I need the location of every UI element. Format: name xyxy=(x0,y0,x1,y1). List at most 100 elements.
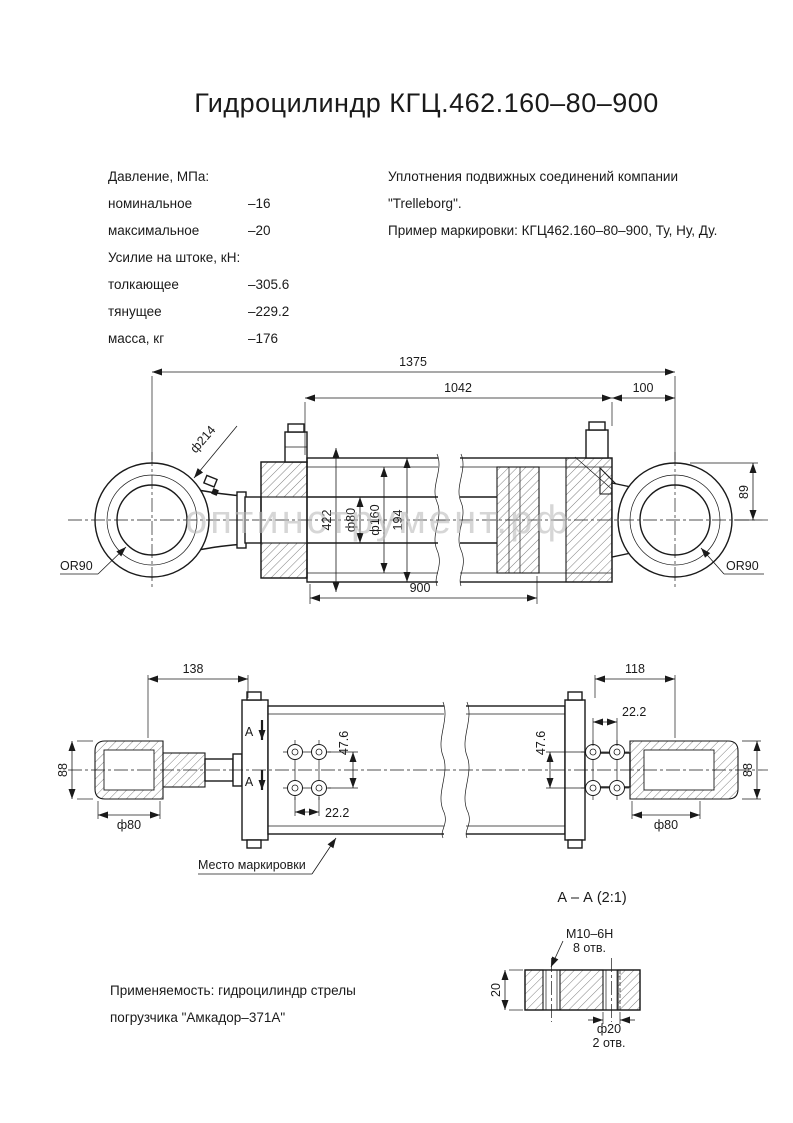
dim-width-left: 88 xyxy=(56,740,93,800)
drawing-title: Гидроцилиндр КГЦ.462.160–80–900 xyxy=(194,88,659,118)
dim-left-overhang: 138 xyxy=(147,662,249,738)
port-cap-right xyxy=(588,421,606,431)
dim-476-right-label: 47.6 xyxy=(534,731,548,755)
spec-row-max: максимальное –20 xyxy=(108,217,289,244)
dim-hole-dia: ф20 2 отв. xyxy=(588,1012,635,1050)
thread-label: М10–6Н xyxy=(566,927,613,941)
application-line1: Применяемость: гидроцилиндр стрелы xyxy=(110,983,356,998)
dim-222-right-label: 22.2 xyxy=(622,705,646,719)
marking-callout: Место маркировки xyxy=(198,837,337,875)
port-fitting-right xyxy=(585,429,609,459)
spec-row-nominal: номинальное –16 xyxy=(108,190,289,217)
section-letter-top: A xyxy=(245,725,254,739)
dim-476-left-label: 47.6 xyxy=(337,731,351,755)
dim-eye-diameter: ф214 xyxy=(187,423,238,479)
dim-hole-spacing-right: 47.6 xyxy=(534,731,586,789)
bearing-right-label: OR90 xyxy=(726,559,759,573)
spec-value: –176 xyxy=(248,331,279,346)
spec-label: Давление, МПа: xyxy=(108,169,210,184)
dim-bore-label: ф160 xyxy=(368,504,382,535)
grease-fitting xyxy=(202,474,218,488)
dim-118-label: 118 xyxy=(625,662,645,676)
lock-detail xyxy=(211,488,219,496)
plan-rear-nub-bottom xyxy=(567,839,583,849)
dim-overall: 1375 xyxy=(151,355,676,460)
dim-body-label: 1042 xyxy=(444,381,472,395)
section-plate xyxy=(524,958,641,1022)
dim-eye-width: 89 xyxy=(690,462,758,521)
marking-label: Место маркировки xyxy=(198,858,306,872)
dim-body-length: 1042 xyxy=(304,381,613,455)
notes-block: Уплотнения подвижных соединений компании… xyxy=(388,163,758,244)
dim-stroke: 900 xyxy=(309,576,538,604)
plan-head-nub-bottom xyxy=(246,839,262,849)
spec-value: –20 xyxy=(248,223,271,238)
spec-label: номинальное xyxy=(108,196,193,211)
dim-end-offset: 100 xyxy=(612,381,675,402)
spec-row-pressure-header: Давление, МПа: xyxy=(108,163,289,190)
plan-view: A A 138 118 xyxy=(56,662,768,875)
dim-88-left-label: 88 xyxy=(56,763,70,777)
plan-break-right xyxy=(464,701,470,839)
dim-eye-od-label: ф214 xyxy=(187,423,218,456)
bolt-group-right xyxy=(581,740,629,800)
dim-rod-diameter: ф80 xyxy=(344,497,364,543)
application-line2: погрузчика "Амкадор–371А" xyxy=(110,1010,286,1025)
section-title: А – А (2:1) xyxy=(557,890,626,906)
spec-label: максимальное xyxy=(108,223,200,238)
plan-break-left xyxy=(440,701,446,839)
specs-block: Давление, МПа: номинальное –16 максималь… xyxy=(108,163,289,352)
bolt-group-left xyxy=(283,740,331,800)
dim-overall-label: 1375 xyxy=(399,355,427,369)
dim-422-label: 422 xyxy=(320,510,334,531)
dim-end-label: 100 xyxy=(633,381,654,395)
spec-row-force-header: Усилие на штоке, кН: xyxy=(108,244,289,271)
dim-stroke-label: 900 xyxy=(410,581,431,595)
main-view: 1375 1042 100 ф214 xyxy=(60,355,768,604)
dim-width-right: 88 xyxy=(741,740,761,800)
thread-count-label: 8 отв. xyxy=(573,941,606,955)
dim-hole-offset-left: 22.2 xyxy=(294,797,349,820)
spec-value: –229.2 xyxy=(248,304,290,319)
dim-rod-right: ф80 xyxy=(631,801,701,832)
dim-rod-label: ф80 xyxy=(344,508,358,532)
spec-row-push: толкающее –305.6 xyxy=(108,271,289,298)
port-cap-left xyxy=(287,423,305,433)
spec-label: тянущее xyxy=(108,304,162,319)
dim-88-right-label: 88 xyxy=(741,763,755,777)
note-seals-line2: "Trelleborg". xyxy=(388,196,462,211)
section-marker-bottom: A xyxy=(245,770,266,790)
dim-422: 422 xyxy=(320,448,340,592)
dim-od-label: 194 xyxy=(391,510,405,531)
dim-thickness-label: 20 xyxy=(489,983,503,997)
section-letter-bottom: A xyxy=(245,775,254,789)
dim-138-label: 138 xyxy=(183,662,204,676)
dim-hole-offset-right: 22.2 xyxy=(592,705,646,746)
dim-222-left-label: 22.2 xyxy=(325,806,349,820)
spec-row-mass: масса, кг –176 xyxy=(108,325,289,352)
dim-hole-spacing-left: 47.6 xyxy=(328,731,358,789)
break-line-right xyxy=(458,453,464,587)
bearing-callout-right: OR90 xyxy=(700,547,764,575)
dim-bore-diameter: ф160 xyxy=(368,467,388,573)
application-block: Применяемость: гидроцилиндр стрелы погру… xyxy=(110,977,356,1031)
section-view: А – А (2:1) М10–6Н 8 отв. xyxy=(489,890,641,1050)
dim-rod-left: ф80 xyxy=(97,801,161,832)
plan-rear-nub-top xyxy=(567,691,583,701)
thread-callout: М10–6Н 8 отв. xyxy=(550,927,613,968)
note-seals-line1: Уплотнения подвижных соединений компании xyxy=(388,169,679,184)
hole-dia-label: ф20 xyxy=(597,1022,621,1036)
spec-label: толкающее xyxy=(108,277,179,292)
dim-rod-left-label: ф80 xyxy=(117,818,141,832)
spec-value: –16 xyxy=(248,196,271,211)
dim-rod-right-label: ф80 xyxy=(654,818,678,832)
spec-row-pull: тянущее –229.2 xyxy=(108,298,289,325)
note-marking-example: Пример маркировки: КГЦ462.160–80–900, Ту… xyxy=(388,223,718,238)
dim-eye-width-label: 89 xyxy=(737,485,751,499)
spec-value: –305.6 xyxy=(248,277,290,292)
spec-label: масса, кг xyxy=(108,331,165,346)
section-marker-top: A xyxy=(245,720,266,740)
dim-right-overhang: 118 xyxy=(594,662,676,738)
